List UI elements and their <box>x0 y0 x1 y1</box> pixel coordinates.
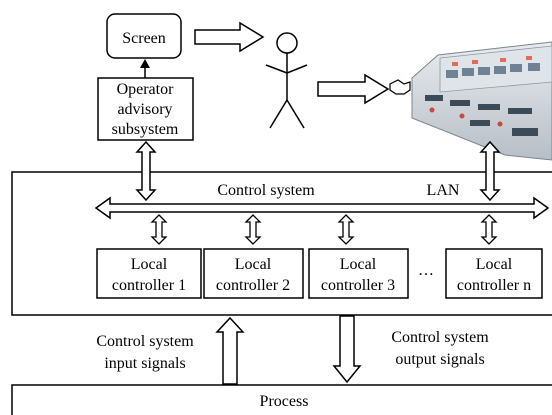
screen-label: Screen <box>122 30 166 47</box>
operator-advisory-box: Operator advisory subsystem <box>97 77 194 141</box>
controller-2-line-2: controller 2 <box>216 277 290 294</box>
local-controller-n: Local controller n <box>445 248 543 299</box>
local-controller-3: Local controller 3 <box>308 248 409 299</box>
advisory-line-3: subsystem <box>112 121 179 138</box>
input-signals-line-1: Control system <box>96 333 194 350</box>
controller-3-line-1: Local <box>340 256 377 273</box>
controller-ellipsis: … <box>418 262 434 279</box>
controller-n-line-1: Local <box>476 256 513 273</box>
lan-label: LAN <box>427 182 460 199</box>
advisory-to-screen-arrow <box>140 59 150 78</box>
controller-1-line-2: controller 1 <box>112 277 186 294</box>
screen-box: Screen <box>106 13 182 59</box>
output-signals-arrow <box>332 315 362 384</box>
controller-3-line-2: controller 3 <box>321 277 395 294</box>
output-signals-line-1: Control system <box>391 329 489 346</box>
lan-controller-2-arrow <box>244 214 262 245</box>
local-controller-2: Local controller 2 <box>203 248 304 299</box>
panel-lan-double-arrow <box>479 140 501 202</box>
lan-controller-1-arrow <box>150 214 168 245</box>
control-system-box <box>11 171 552 316</box>
output-signals-line-2: output signals <box>395 351 484 368</box>
hand-pointer-icon <box>389 79 411 95</box>
advisory-line-2: advisory <box>117 101 172 118</box>
controller-2-line-1: Local <box>235 256 272 273</box>
controller-n-line-2: controller n <box>457 277 531 294</box>
controller-1-line-1: Local <box>131 256 168 273</box>
advisory-lan-double-arrow <box>135 140 157 202</box>
input-signals-arrow <box>215 316 245 385</box>
process-label: Process <box>260 393 309 410</box>
process-box <box>11 384 552 415</box>
operator-to-panel-arrow <box>317 73 390 105</box>
lan-controller-arrows <box>150 214 498 245</box>
lan-controller-3-arrow <box>337 214 355 245</box>
advisory-line-1: Operator <box>117 81 175 98</box>
lan-bus-arrow <box>94 196 550 220</box>
control-panel-image <box>411 41 552 161</box>
local-controller-1: Local controller 1 <box>96 248 202 299</box>
control-system-label: Control system <box>217 182 315 199</box>
operator-figure <box>265 32 308 129</box>
screen-to-operator-arrow <box>194 21 265 53</box>
lan-controller-n-arrow <box>480 214 498 245</box>
input-signals-line-2: input signals <box>104 355 185 372</box>
